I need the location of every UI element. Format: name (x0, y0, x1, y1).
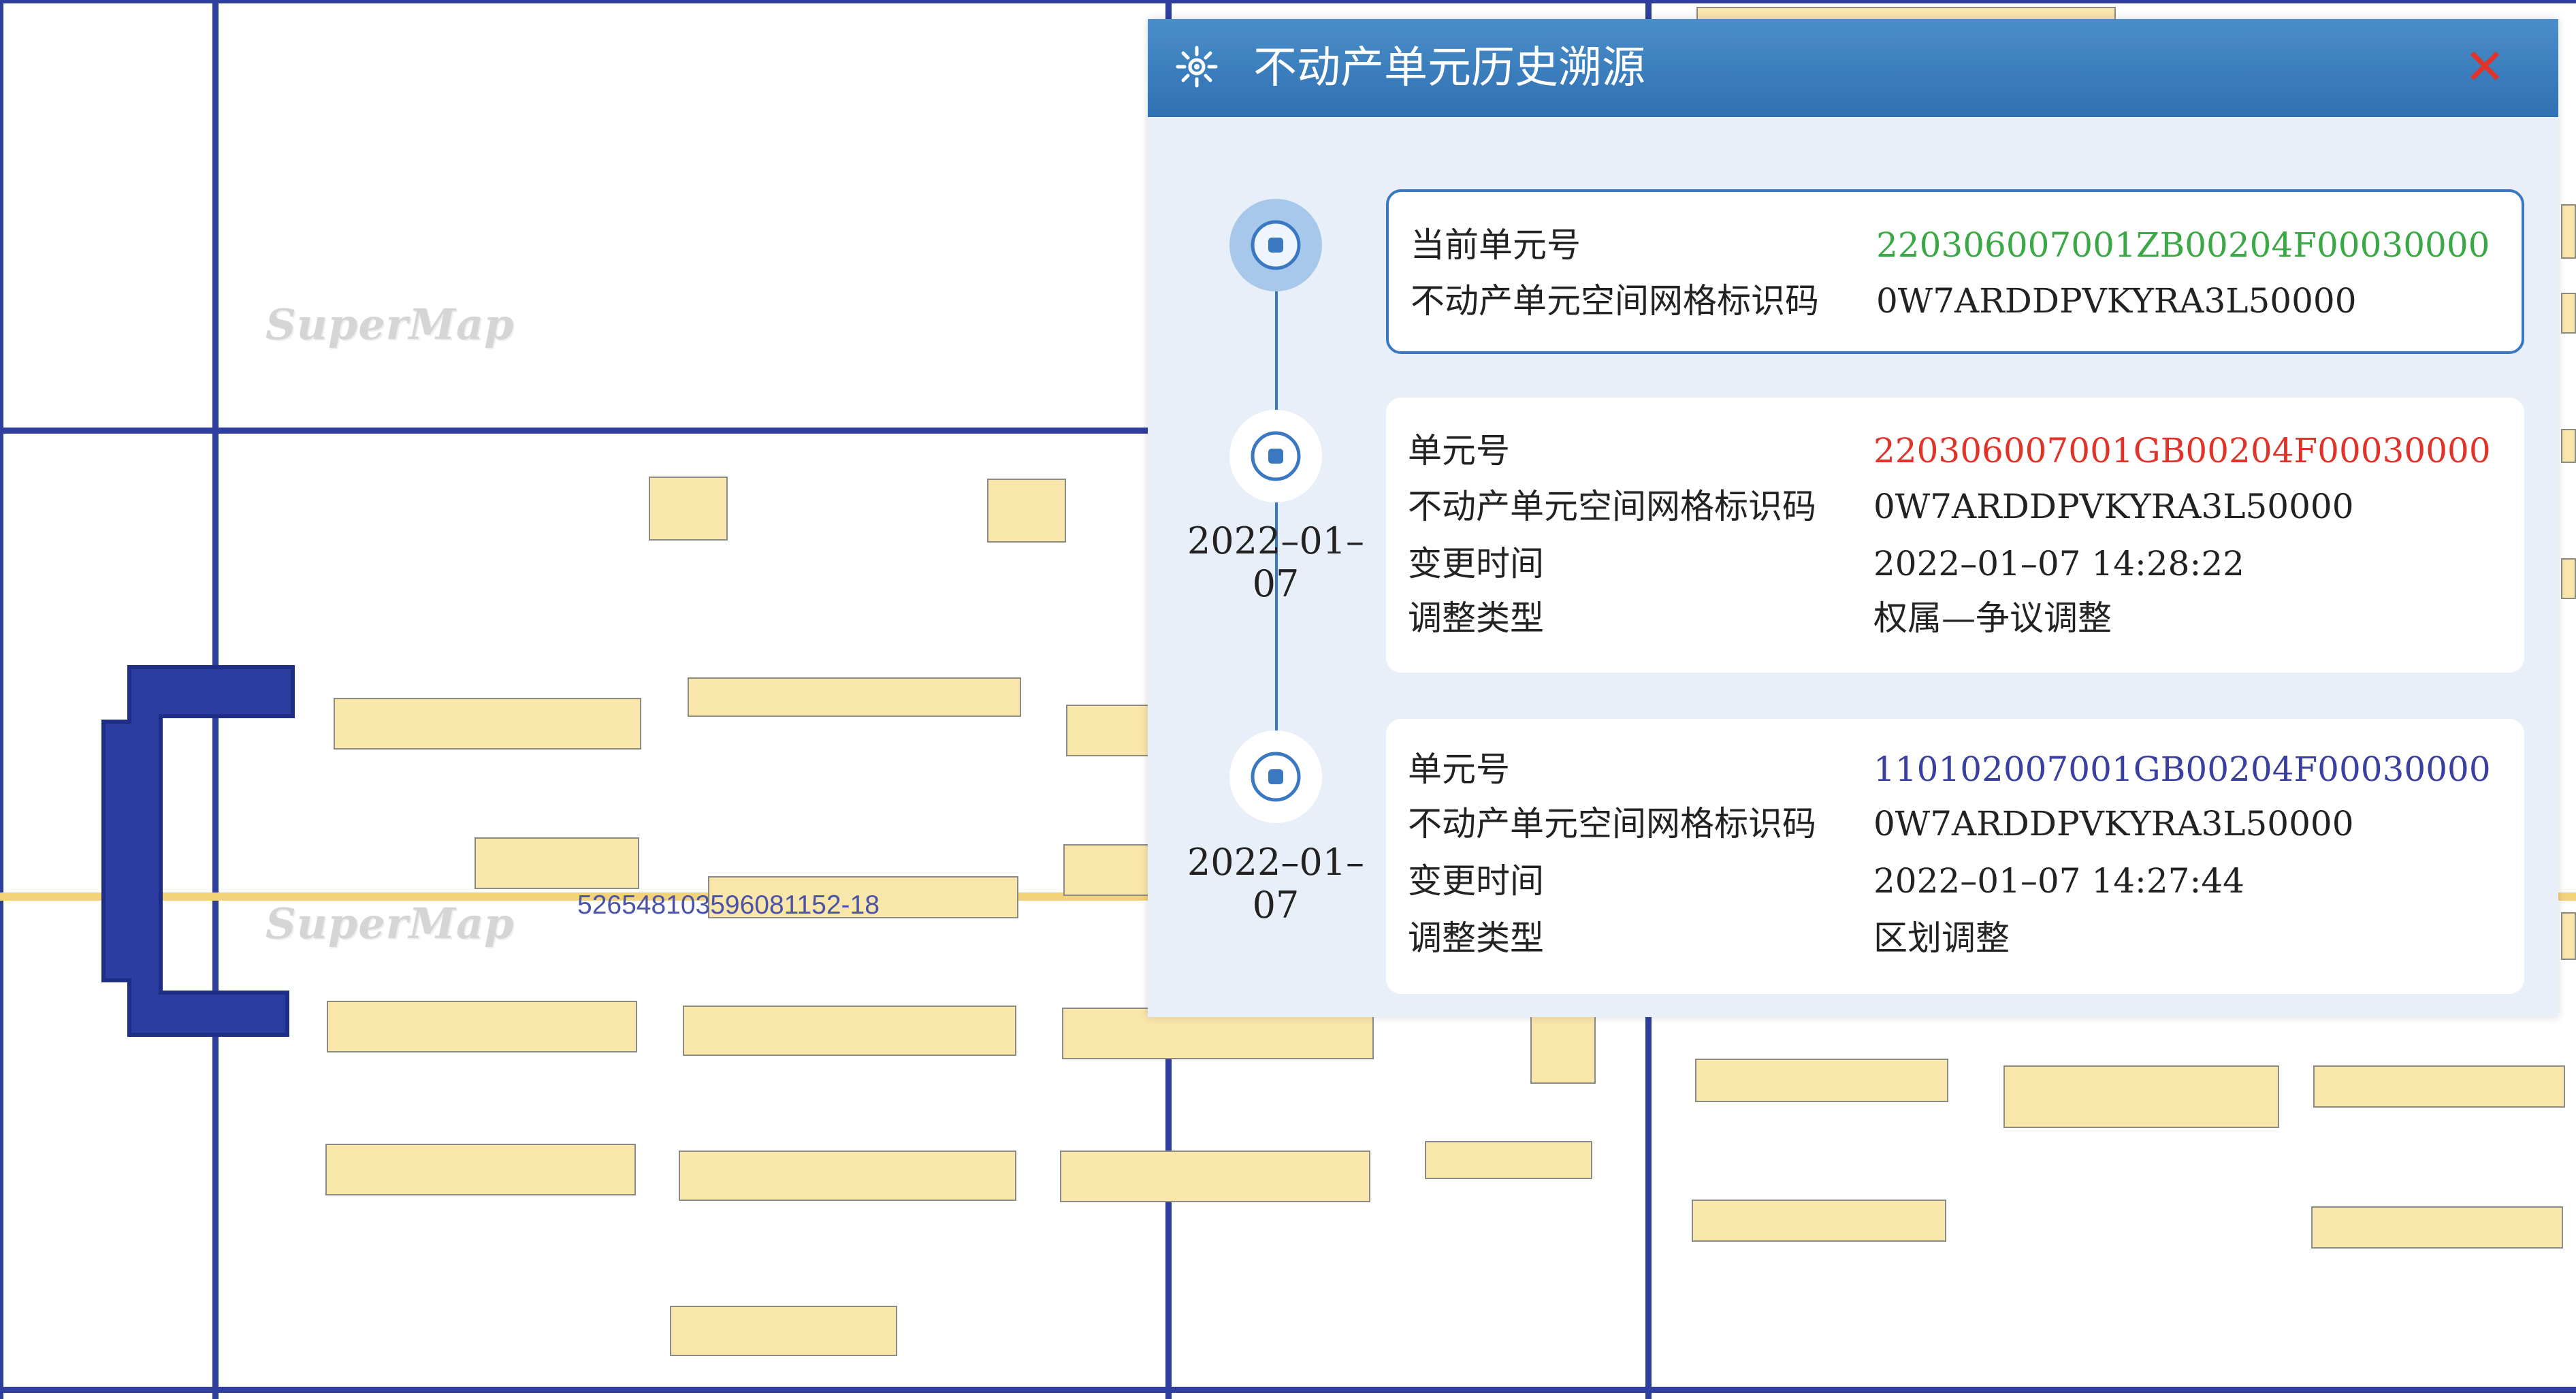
building-parcel[interactable] (688, 677, 1021, 717)
building-parcel[interactable] (1066, 705, 1161, 756)
grid-code-value: 0W7ARDDPVKYRA3L50000 (1876, 281, 2357, 321)
building-parcel[interactable] (1425, 1141, 1592, 1179)
building-parcel[interactable] (649, 477, 728, 541)
building-parcel[interactable] (2561, 912, 2576, 960)
building-parcel[interactable] (2311, 1206, 2563, 1249)
building-parcel[interactable] (474, 837, 639, 889)
current-unit-no-value: 220306007001ZB00204F00030000 (1876, 225, 2490, 265)
timeline-date: 2022–01–07 (1187, 841, 1365, 927)
building-parcel[interactable] (708, 876, 1018, 918)
building-parcel[interactable] (2561, 429, 2576, 463)
building-parcel[interactable] (679, 1151, 1016, 1201)
change-time-row: 变更时间 2022–01–07 14:27:44 (1386, 854, 2524, 908)
building-parcel[interactable] (2561, 204, 2576, 259)
adjust-type-row: 调整类型 权属—争议调整 (1386, 591, 2524, 645)
grid-code-label: 不动产单元空间网格标识码 (1411, 281, 1819, 321)
supermap-watermark: SuperMap (265, 899, 515, 948)
building-parcel[interactable] (1530, 1016, 1596, 1084)
close-button[interactable]: ✕ (2458, 39, 2512, 94)
building-parcel[interactable] (2003, 1065, 2279, 1128)
timeline-node (1229, 730, 1322, 823)
grid-line (0, 0, 2576, 3)
building-parcel[interactable] (2561, 558, 2576, 599)
building-parcel[interactable] (327, 1001, 637, 1052)
building-parcel[interactable] (987, 479, 1066, 543)
building-parcel[interactable] (683, 1006, 1016, 1056)
unit-no-label: 单元号 (1408, 431, 1510, 470)
grid-code-value: 0W7ARDDPVKYRA3L50000 (1873, 487, 2354, 526)
unit-no-row: 单元号 110102007001GB00204F00030000 (1386, 742, 2524, 797)
building-parcel[interactable] (334, 698, 641, 750)
grid-code-label: 不动产单元空间网格标识码 (1408, 487, 1816, 526)
unit-no-value: 220306007001GB00204F00030000 (1873, 431, 2491, 470)
selected-parcel[interactable] (95, 660, 300, 1042)
adjust-type-label: 调整类型 (1408, 598, 1544, 638)
building-parcel[interactable] (325, 1144, 636, 1195)
change-time-label: 变更时间 (1408, 544, 1544, 583)
current-unit-no-label: 当前单元号 (1411, 225, 1581, 265)
change-time-label: 变更时间 (1408, 861, 1544, 901)
grid-code-row: 不动产单元空间网格标识码 0W7ARDDPVKYRA3L50000 (1386, 479, 2524, 534)
parcel-id-label: 526548103596081152-18 (577, 890, 880, 920)
building-parcel[interactable] (2561, 293, 2576, 334)
history-card: 单元号 220306007001GB00204F00030000 不动产单元空间… (1386, 398, 2524, 673)
building-parcel[interactable] (1692, 1200, 1946, 1242)
current-unit-card: 当前单元号 220306007001ZB00204F00030000 不动产单元… (1386, 189, 2524, 354)
adjust-type-row: 调整类型 区划调整 (1386, 911, 2524, 965)
history-card: 单元号 110102007001GB00204F00030000 不动产单元空间… (1386, 719, 2524, 994)
gear-icon (1176, 46, 1218, 88)
timeline-date: 2022–01–07 (1187, 519, 1365, 605)
change-time-row: 变更时间 2022–01–07 14:28:22 (1386, 536, 2524, 591)
popup-header: 不动产单元历史溯源 ✕ (1148, 19, 2558, 117)
building-parcel[interactable] (1695, 1059, 1948, 1102)
timeline-node (1229, 410, 1322, 502)
building-parcel[interactable] (1060, 1151, 1370, 1202)
change-time-value: 2022–01–07 14:27:44 (1873, 861, 2244, 901)
grid-line (0, 1387, 2576, 1393)
unit-no-value: 110102007001GB00204F00030000 (1873, 750, 2491, 789)
unit-no-label: 单元号 (1408, 750, 1510, 789)
grid-code-label: 不动产单元空间网格标识码 (1408, 804, 1816, 843)
change-time-value: 2022–01–07 14:28:22 (1873, 544, 2244, 583)
grid-code-row: 不动产单元空间网格标识码 0W7ARDDPVKYRA3L50000 (1389, 274, 2522, 328)
current-unit-no-row: 当前单元号 220306007001ZB00204F00030000 (1389, 218, 2522, 272)
building-parcel[interactable] (670, 1306, 897, 1356)
adjust-type-value: 区划调整 (1873, 918, 2010, 958)
timeline-line (1275, 278, 1278, 754)
history-trace-popup: 不动产单元历史溯源 ✕ 2022–01–07 2022–01–07 当前单元号 … (1148, 19, 2558, 1017)
building-parcel[interactable] (2313, 1065, 2565, 1108)
grid-line (0, 428, 1171, 434)
adjust-type-value: 权属—争议调整 (1873, 598, 2112, 638)
popup-title: 不动产单元历史溯源 (1253, 43, 1645, 93)
timeline-node-current (1229, 199, 1322, 291)
close-icon[interactable]: ✕ (2464, 38, 2506, 95)
grid-code-row: 不动产单元空间网格标识码 0W7ARDDPVKYRA3L50000 (1386, 797, 2524, 851)
grid-code-value: 0W7ARDDPVKYRA3L50000 (1873, 804, 2354, 843)
grid-line (0, 0, 3, 1399)
supermap-watermark: SuperMap (265, 300, 515, 349)
adjust-type-label: 调整类型 (1408, 918, 1544, 958)
unit-no-row: 单元号 220306007001GB00204F00030000 (1386, 423, 2524, 478)
